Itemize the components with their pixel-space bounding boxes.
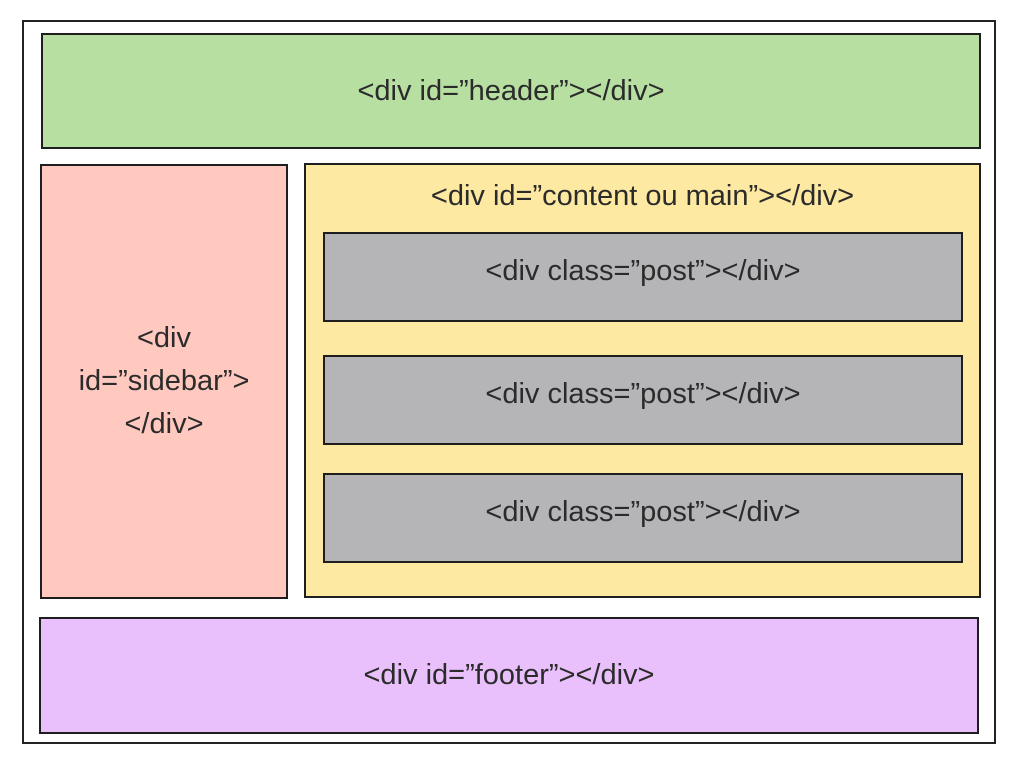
post-box-3: <div class=”post”></div> [323,473,963,563]
content-box: <div id=”content ou main”></div> <div cl… [304,163,981,598]
post-box-2: <div class=”post”></div> [323,355,963,445]
content-label: <div id=”content ou main”></div> [430,180,855,212]
sidebar-label: <div id=”sidebar”></div> [78,322,250,440]
post-box-1: <div class=”post”></div> [323,232,963,322]
footer-label: <div id=”footer”></div> [363,659,655,691]
header-box: <div id=”header”></div> [41,33,981,149]
post-label: <div class=”post”></div> [485,378,801,410]
post-label: <div class=”post”></div> [485,255,801,287]
header-label: <div id=”header”></div> [357,74,665,107]
post-label: <div class=”post”></div> [485,496,801,528]
sidebar-box: <div id=”sidebar”></div> [40,164,288,599]
footer-box: <div id=”footer”></div> [39,617,979,734]
